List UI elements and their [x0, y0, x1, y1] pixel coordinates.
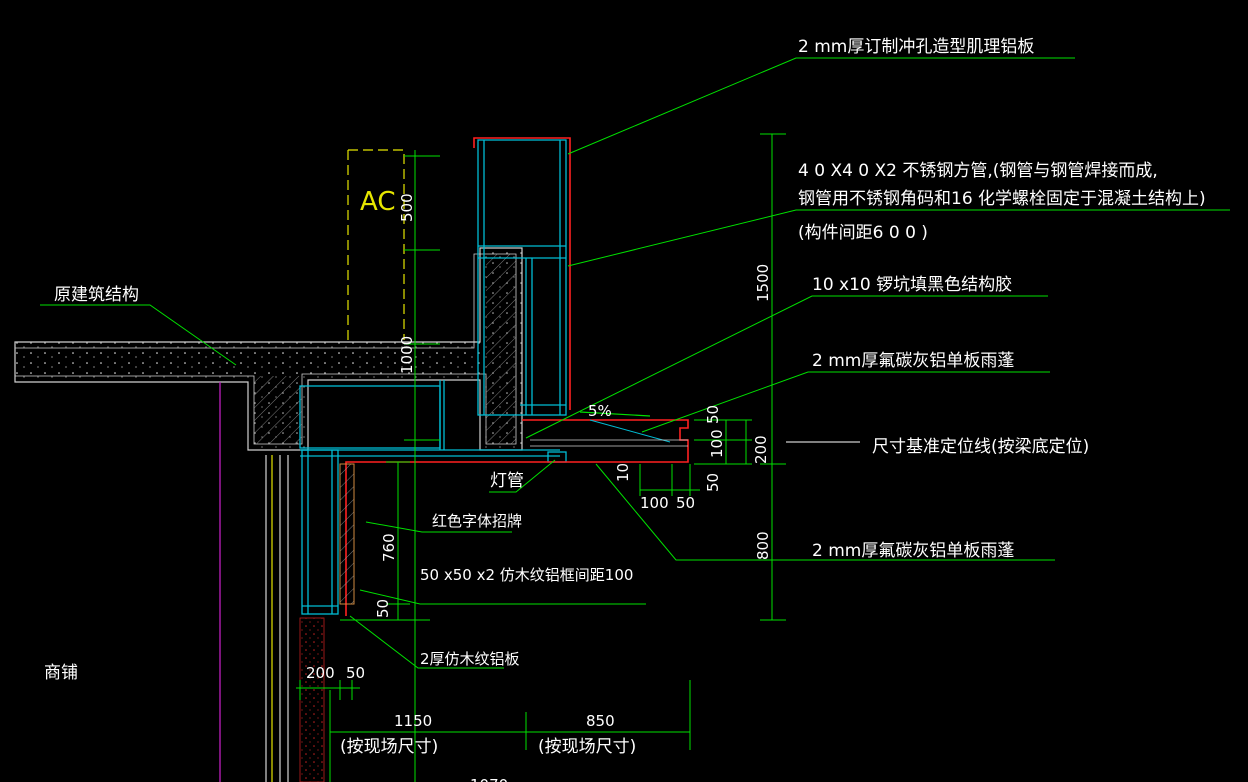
- dim-10: 10: [614, 463, 632, 482]
- label-tube-line3: (构件间距6 0 0 ): [798, 223, 928, 243]
- label-wood-panel: 2厚仿木纹铝板: [420, 650, 520, 668]
- aluminium-panels: [339, 137, 689, 616]
- dim-100-vertical: 100: [708, 429, 726, 458]
- dim-50-sign: 50: [374, 599, 392, 618]
- leader-lines: [40, 57, 1230, 669]
- dim-1000: 1000: [398, 336, 416, 374]
- label-groove: 10 x10 锣坑填黑色结构胶: [812, 275, 1012, 295]
- label-sign: 红色字体招牌: [432, 512, 522, 530]
- dim-slope: 5%: [588, 402, 612, 420]
- shop-wall: [219, 382, 325, 782]
- dim-100-horizontal: 100: [640, 494, 669, 512]
- label-structure: 原建筑结构: [54, 285, 139, 305]
- dim-1150: 1150: [394, 712, 432, 730]
- dim-50-bottom: 50: [346, 664, 365, 682]
- dim-50-top: 50: [704, 405, 722, 424]
- dim-200: 200: [752, 435, 770, 464]
- annotations: 2 mm厚订制冲孔造型肌理铝板 4 0 X4 0 X2 不锈钢方管,(钢管与钢管…: [44, 37, 1206, 782]
- label-frame: 50 x50 x2 仿木纹铝框间距100: [420, 566, 633, 584]
- label-tube-line1: 4 0 X4 0 X2 不锈钢方管,(钢管与钢管焊接而成,: [798, 161, 1158, 181]
- steel-frame: [299, 139, 567, 615]
- dim-50-horizontal: 50: [676, 494, 695, 512]
- dim-cut-off: 1070: [470, 776, 508, 782]
- label-canopy-top: 2 mm厚氟碳灰铝单板雨蓬: [812, 351, 1014, 371]
- original-structure: [14, 247, 523, 451]
- dim-850: 850: [586, 712, 615, 730]
- label-shop: 商铺: [44, 663, 78, 683]
- label-tube-line2: 钢管用不锈钢角码和16 化学螺栓固定于混凝土结构上): [798, 189, 1206, 209]
- label-datum: 尺寸基准定位线(按梁底定位): [872, 437, 1089, 457]
- dim-site-right: (按现场尺寸): [538, 737, 636, 757]
- ac-outline: AC: [347, 149, 405, 340]
- dim-500: 500: [398, 193, 416, 222]
- label-canopy-bottom: 2 mm厚氟碳灰铝单板雨蓬: [812, 541, 1014, 561]
- dim-site-left: (按现场尺寸): [340, 737, 438, 757]
- dim-200-bottom: 200: [306, 664, 335, 682]
- dim-760: 760: [380, 533, 398, 562]
- label-lamp: 灯管: [490, 471, 524, 491]
- label-panel-top: 2 mm厚订制冲孔造型肌理铝板: [798, 37, 1034, 57]
- dim-800: 800: [754, 531, 772, 560]
- dim-50-vertical: 50: [704, 473, 722, 492]
- ac-label: AC: [360, 187, 395, 217]
- dim-1500: 1500: [754, 264, 772, 302]
- dimension-lines: [296, 133, 860, 782]
